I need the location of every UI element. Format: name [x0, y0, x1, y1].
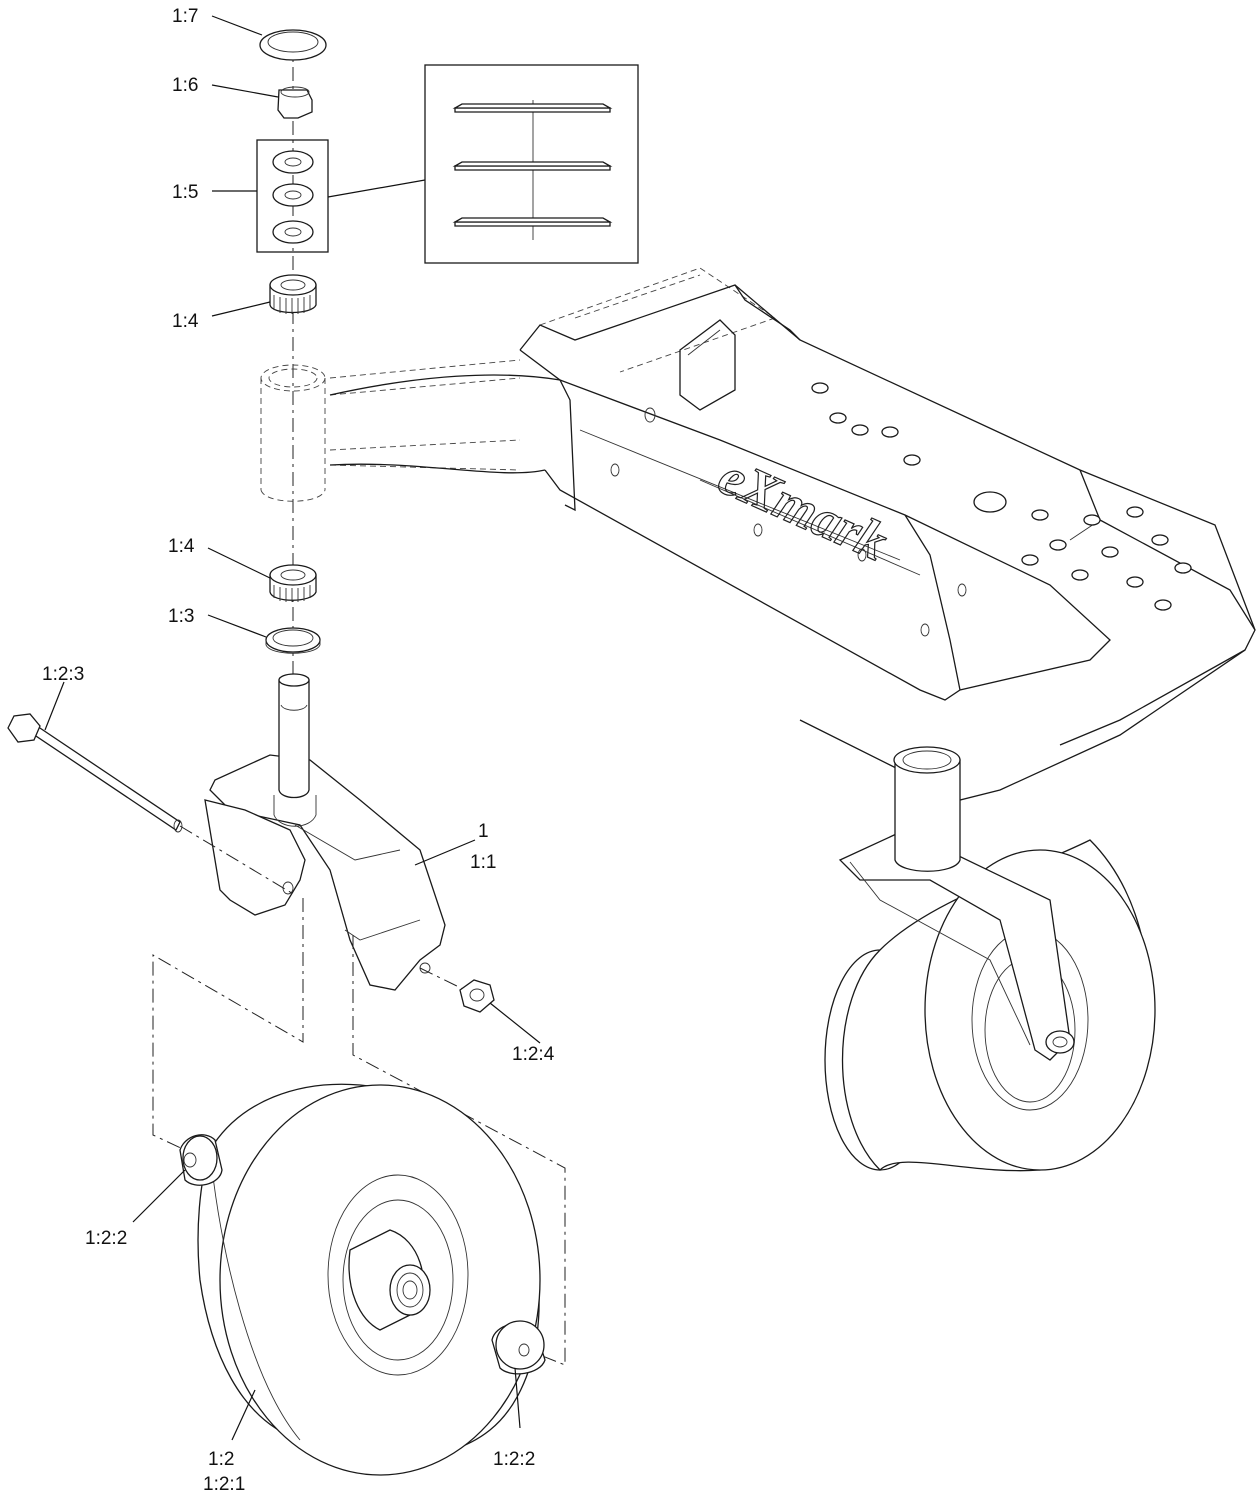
part-washer-stack [256, 139, 426, 253]
callout-1-4-lower: 1:4 [168, 536, 195, 557]
callout-1-6: 1:6 [172, 75, 198, 96]
axle-centerline-right [419, 967, 466, 991]
callout-1-5: 1:5 [172, 182, 198, 203]
callout-1-7: 1:7 [172, 6, 198, 27]
callout-1-2: 1:2 [208, 1449, 234, 1470]
callout-1-3: 1:3 [168, 606, 194, 627]
callout-1-2-1: 1:2:1 [203, 1474, 245, 1495]
exmark-logo: eXmark [710, 445, 896, 572]
deck-large-hole [973, 491, 1007, 513]
washer-detail-inset [424, 64, 639, 264]
part-seal [265, 627, 321, 654]
part-dust-cap [259, 29, 327, 61]
callout-1-4-upper: 1:4 [172, 311, 199, 332]
deck-bolt-heads [811, 382, 1192, 611]
part-lock-nut [277, 86, 313, 119]
callout-1-2-2-left: 1:2:2 [85, 1228, 127, 1249]
mower-frame: eXmark [329, 267, 1256, 801]
callout-1: 1 [478, 821, 489, 842]
assembly-phantom-lines [152, 898, 566, 1366]
part-caster-fork [204, 673, 446, 991]
leader-lines [44, 15, 541, 1441]
callout-1-2-4: 1:2:4 [512, 1044, 555, 1065]
callout-1-2-2-right: 1:2:2 [493, 1449, 535, 1470]
part-spacer-right [491, 1320, 546, 1375]
axle-centerline-left [179, 825, 296, 896]
callout-labels: 1:7 1:6 1:5 1:4 1:4 1:3 1:2:3 1 1:1 1:2:… [42, 6, 555, 1495]
part-bearing-upper [269, 274, 317, 314]
callout-1-2-3: 1:2:3 [42, 664, 84, 685]
callout-1-1: 1:1 [470, 852, 496, 873]
assembled-caster-right [824, 746, 1156, 1172]
part-spacer-left [179, 1134, 223, 1186]
part-axle-bolt [7, 713, 183, 833]
part-spindle-housing [260, 364, 326, 502]
part-wheel-assembly [197, 1083, 541, 1476]
part-axle-nut [459, 979, 495, 1013]
part-bearing-lower [269, 564, 317, 602]
